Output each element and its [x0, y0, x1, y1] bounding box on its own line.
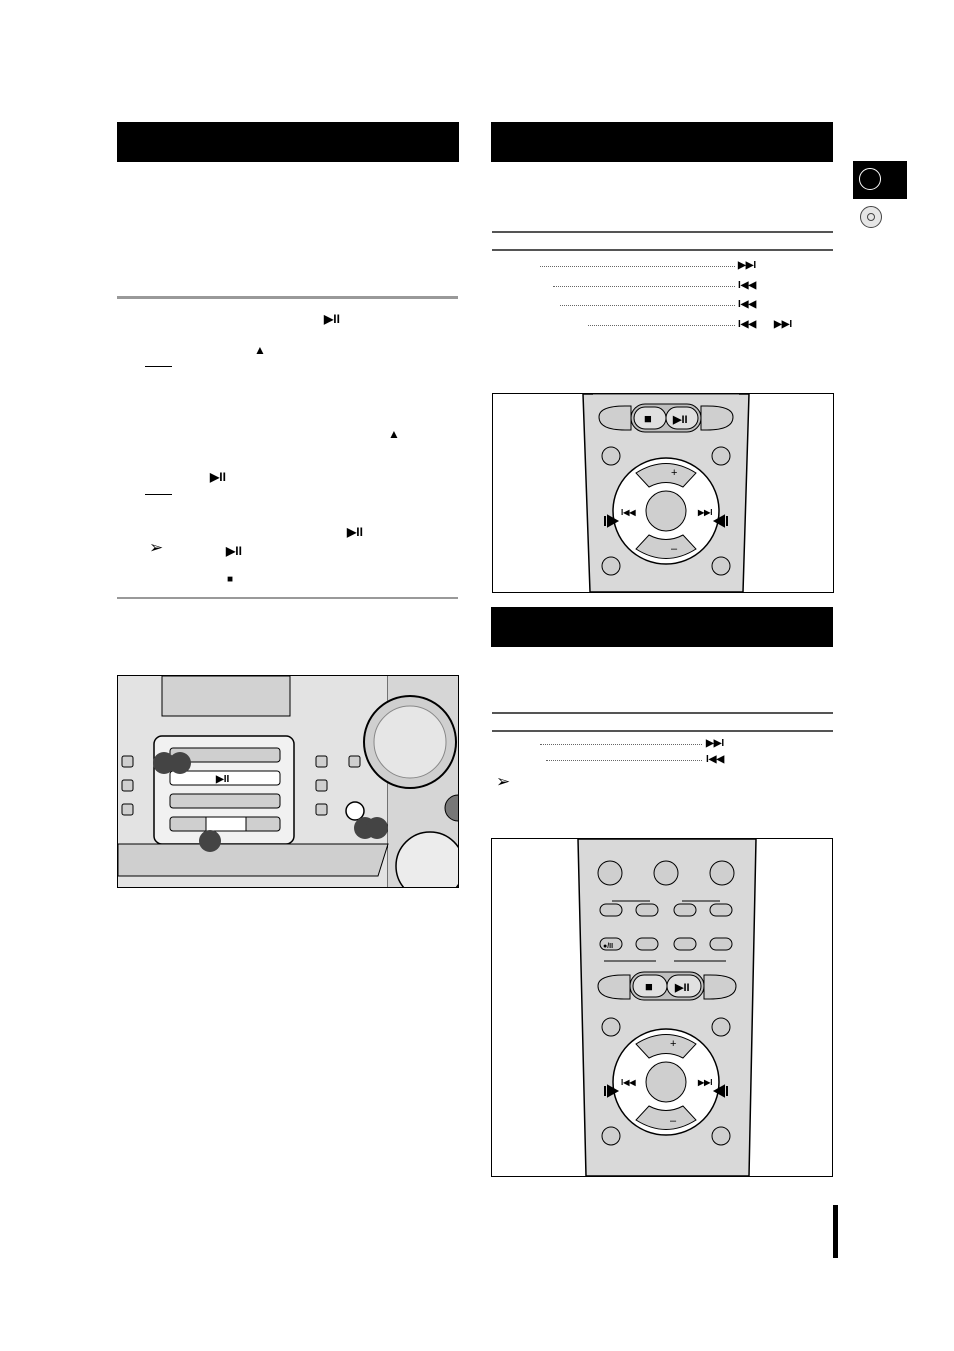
play-pause-icon: ▶II [226, 544, 242, 558]
next-label: ▶▶I [697, 1078, 713, 1087]
plus-label: + [671, 467, 677, 479]
deck-play-label: ▶II [215, 774, 229, 785]
minus-label: – [671, 543, 678, 555]
right-rule-2 [492, 249, 833, 251]
minus-label: – [670, 1115, 677, 1127]
dotted-leader [540, 744, 702, 745]
left-bottom-rule [117, 597, 458, 599]
prev-track-icon: I◀◀ [738, 299, 757, 310]
right-rule-4 [492, 730, 833, 732]
language-tab [853, 161, 907, 199]
cassette-deck-illustration: ▶II [118, 676, 458, 887]
prev-track-icon: I◀◀ [706, 754, 725, 765]
prev-track-icon: I◀◀ [738, 319, 757, 330]
dotted-leader [588, 325, 735, 326]
right-rule-1 [492, 231, 833, 233]
stop-button-label: ■ [645, 979, 653, 994]
language-tab-circle-icon [859, 168, 881, 190]
prev-label: I◀◀ [621, 508, 636, 517]
remote-illustration: ■ ▶II + – I◀◀ ▶▶I [582, 394, 750, 592]
note-underline [145, 366, 172, 367]
page-edge-marker [833, 1205, 838, 1258]
next-track-icon: ▶▶I [706, 738, 725, 749]
play-pause-icon: ▶II [347, 525, 363, 539]
stop-icon: ■ [227, 574, 234, 585]
right-rule-3 [492, 712, 833, 714]
cassette-deck-figure: ▶II [117, 675, 459, 888]
eject-icon: ▲ [254, 343, 266, 357]
next-label: ▶▶I [697, 508, 713, 517]
dotted-leader [553, 286, 735, 287]
note-arrow-icon: ➢ [149, 538, 164, 557]
remote-figure-bottom: ●/II ■ ▶II + – I◀◀ ▶▶I [491, 838, 833, 1177]
cd-disc-icon [860, 206, 882, 228]
dotted-leader [546, 760, 702, 761]
play-pause-icon: ▶II [210, 470, 226, 484]
prev-track-icon: I◀◀ [738, 280, 757, 291]
remote-full-illustration: ●/II ■ ▶II + – I◀◀ ▶▶I [577, 839, 757, 1176]
note-arrow-icon: ➢ [496, 772, 511, 791]
dotted-leader [560, 305, 735, 306]
stop-button-label: ■ [644, 411, 652, 426]
play-pause-icon: ▶II [324, 312, 340, 326]
section-header-bar-right-bottom [491, 607, 833, 647]
section-header-bar-right-top [491, 122, 833, 162]
play-pause-button-label: ▶II [674, 982, 690, 994]
play-pause-button-label: ▶II [672, 414, 688, 426]
note-underline [145, 494, 172, 495]
section-header-bar-left [117, 122, 459, 162]
next-track-icon: ▶▶I [738, 260, 757, 271]
rec-pause-label: ●/II [603, 943, 613, 950]
next-track-icon: ▶▶I [774, 319, 793, 330]
left-top-rule [117, 296, 458, 299]
dotted-leader [540, 266, 735, 267]
remote-figure-top: ■ ▶II + – I◀◀ ▶▶I [492, 393, 834, 593]
eject-icon: ▲ [388, 427, 400, 441]
prev-label: I◀◀ [621, 1078, 636, 1087]
plus-label: + [670, 1038, 676, 1050]
